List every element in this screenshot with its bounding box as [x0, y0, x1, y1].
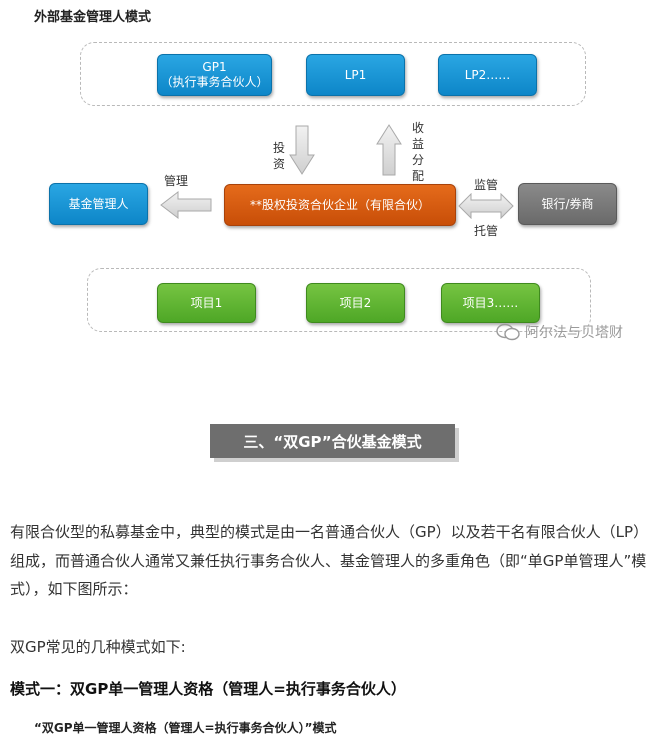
custody-label: 托管 — [474, 224, 499, 238]
manage-arrow-icon — [160, 191, 212, 219]
diagram-title: 外部基金管理人模式 — [34, 10, 152, 25]
invest-arrow-icon — [289, 125, 315, 175]
return-arrow-icon — [376, 124, 402, 176]
project3-box: 项目3…… — [441, 283, 540, 323]
section-banner: 三、“双GP”合伙基金模式 — [210, 424, 455, 458]
wechat-icon — [496, 323, 520, 341]
figure-caption: “双GP单一管理人资格（管理人=执行事务合伙人）”模式 — [34, 721, 337, 735]
fund-manager-box: 基金管理人 — [49, 183, 148, 225]
custody-arrow-icon — [458, 193, 514, 219]
mode-one-heading: 模式一：双GP单一管理人资格（管理人=执行事务合伙人） — [10, 680, 406, 698]
manage-label: 管理 — [164, 174, 189, 188]
project2-box: 项目2 — [306, 283, 405, 323]
gp1-box: GP1 （执行事务合伙人） — [157, 54, 272, 96]
intro-paragraph: 有限合伙型的私募基金中，典型的模式是由一名普通合伙人（GP）以及若干名有限合伙人… — [10, 523, 649, 598]
fund-entity-box: **股权投资合伙企业（有限合伙） — [224, 184, 456, 226]
modes-intro: 双GP常见的几种模式如下: — [10, 638, 186, 656]
watermark: 阿尔法与贝塔财 — [495, 322, 623, 342]
lp1-box: LP1 — [306, 54, 405, 96]
project1-box: 项目1 — [157, 283, 256, 323]
watermark-text: 阿尔法与贝塔财 — [525, 325, 623, 341]
return-label: 收益分配 — [411, 121, 424, 183]
invest-label: 投资 — [272, 141, 285, 171]
supervise-label: 监管 — [474, 178, 499, 192]
lp2-box: LP2…… — [438, 54, 537, 96]
bank-broker-box: 银行/券商 — [518, 183, 617, 225]
